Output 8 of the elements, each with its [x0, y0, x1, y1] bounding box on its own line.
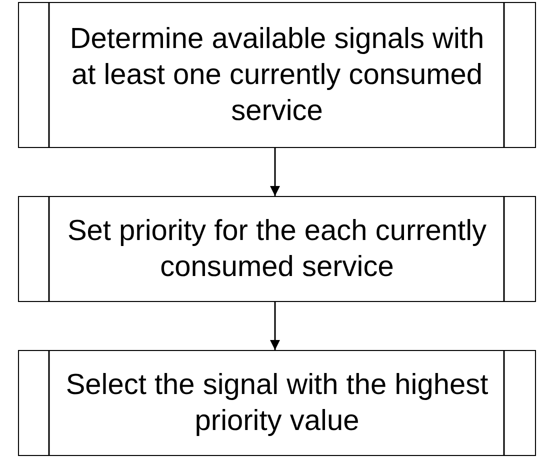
process-box: [18, 196, 536, 302]
step-text: Determine available signals with at least one currently consumed service: [68, 22, 486, 129]
step-text: Select the signal with the highest priority value: [64, 368, 490, 439]
arrow: [270, 148, 280, 196]
step-text: Set priority for the each currently consumed service: [66, 214, 488, 285]
process-box: [18, 2, 536, 148]
process-box: [18, 350, 536, 456]
arrow: [270, 302, 280, 350]
